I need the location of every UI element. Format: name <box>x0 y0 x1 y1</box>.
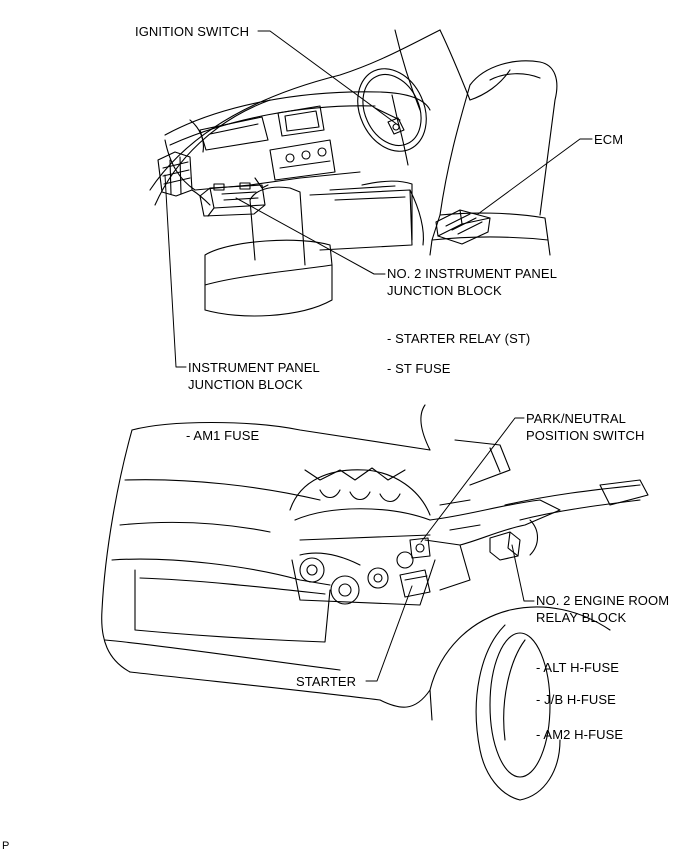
label-instrument-panel-junction-block: INSTRUMENT PANEL JUNCTION BLOCK <box>188 359 320 393</box>
label-line: JUNCTION BLOCK <box>188 377 303 392</box>
interior-view <box>149 29 558 317</box>
label-no2-instrument-panel-junction-block: NO. 2 INSTRUMENT PANEL JUNCTION BLOCK <box>387 265 557 299</box>
label-line: NO. 2 ENGINE ROOM <box>536 593 670 608</box>
label-line: PARK/NEUTRAL <box>526 411 626 426</box>
item-alt-h-fuse: - ALT H-FUSE <box>536 660 620 675</box>
label-no2-engine-room-relay-block: NO. 2 ENGINE ROOM RELAY BLOCK <box>536 592 669 626</box>
item-jb-h-fuse: - J/B H-FUSE <box>536 692 616 707</box>
item-am1-fuse: - AM1 FUSE <box>186 428 260 443</box>
label-line: NO. 2 INSTRUMENT PANEL <box>387 266 558 281</box>
label-line: JUNCTION BLOCK <box>387 283 502 298</box>
item-st-fuse: - ST FUSE <box>387 361 451 376</box>
label-line: RELAY BLOCK <box>536 610 627 625</box>
label-park-neutral-position-switch: PARK/NEUTRAL POSITION SWITCH <box>526 410 645 444</box>
label-ignition-switch: IGNITION SWITCH <box>135 24 250 39</box>
label-ecm: ECM <box>594 132 624 147</box>
label-starter: STARTER <box>296 674 357 689</box>
label-line: POSITION SWITCH <box>526 428 645 443</box>
leader-lines <box>164 30 593 682</box>
item-starter-relay: - STARTER RELAY (ST) <box>387 331 531 346</box>
label-line: INSTRUMENT PANEL <box>188 360 320 375</box>
engine-bay-view <box>101 404 649 801</box>
item-am2-h-fuse: - AM2 H-FUSE <box>536 727 624 742</box>
corner-mark: P <box>2 840 10 852</box>
